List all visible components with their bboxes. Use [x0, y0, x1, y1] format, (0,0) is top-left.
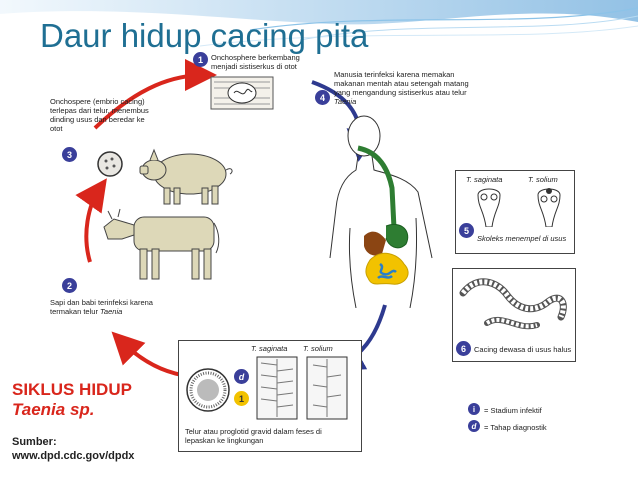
eggs-label-saginata: T. saginata — [251, 344, 287, 353]
taenia-egg-icon — [185, 367, 231, 413]
arrow-stage2-to-stage3 — [86, 188, 100, 262]
scolex-solium-icon — [532, 187, 566, 227]
eggs-label-solium: T. solium — [303, 344, 333, 353]
stage-6-badge: 6 — [456, 341, 471, 356]
proglottid-solium-icon — [305, 355, 349, 421]
stage-5-text: Skoleks menempel di usus — [477, 234, 566, 243]
source-label: Sumber: — [12, 436, 57, 448]
stage-2-badge: 2 — [62, 278, 77, 293]
stage-6-text: Cacing dewasa di usus halus — [474, 345, 571, 354]
stage-1-badge: 1 — [193, 52, 208, 67]
taenia-species-title: Taenia sp. — [12, 400, 95, 420]
stage-6-adult-worm-box: 6 Cacing dewasa di usus halus — [452, 268, 576, 362]
siklus-hidup-title: SIKLUS HIDUP — [12, 380, 132, 400]
human-body-icon — [328, 108, 438, 308]
stage-5-label-solium: T. solium — [528, 175, 558, 184]
stage-5-badge: 5 — [459, 223, 474, 238]
eggs-proglottid-box: T. saginata T. solium d 1 Telur atau pro… — [178, 340, 362, 452]
legend-diagnostic-text: = Tahap diagnostik — [484, 423, 547, 432]
legend-infective-badge: i — [468, 403, 480, 415]
stage-4-text-main: Manusia terinfeksi karena memakan makana… — [334, 70, 469, 97]
stage-2-text: Sapi dan babi terinfeksi karena termakan… — [50, 298, 180, 316]
stage-3-text: Onchospere (embrio cacing) terlepas dari… — [50, 97, 150, 133]
cow-icon — [100, 205, 225, 283]
stage-2-text-taenia: Taenia — [100, 307, 122, 316]
stage-4-badge: 4 — [315, 90, 330, 105]
stage-5-scolex-box: T. saginata T. solium 5 Skoleks menempel… — [455, 170, 575, 254]
stage-3-badge: 3 — [62, 147, 77, 162]
stage-1-text: Onchosphere berkembang menjadi sistiserk… — [211, 53, 311, 71]
arrow-eggs-to-stage2 — [120, 340, 182, 375]
eggs-text: Telur atau proglotid gravid dalam feses … — [185, 427, 335, 445]
proglottid-saginata-icon — [255, 355, 299, 421]
adult-tapeworm-icon — [457, 273, 571, 337]
stage-4-text-taenia: Taenia — [334, 97, 356, 106]
scolex-saginata-icon — [472, 187, 506, 227]
legend-diagnostic-badge: d — [468, 420, 480, 432]
stage-4-text: Manusia terinfeksi karena memakan makana… — [334, 70, 484, 106]
eggs-diagnostic-badge: d — [234, 369, 249, 384]
pig-icon — [138, 140, 238, 208]
source-url: www.dpd.cdc.gov/dpdx — [12, 450, 134, 462]
eggs-stage-1-badge: 1 — [234, 391, 249, 406]
oncosphere-embryo-icon — [96, 150, 124, 178]
stage-5-label-saginata: T. saginata — [466, 175, 502, 184]
cysticercus-icon — [210, 76, 274, 110]
legend-infective-text: = Stadium infektif — [484, 406, 542, 415]
